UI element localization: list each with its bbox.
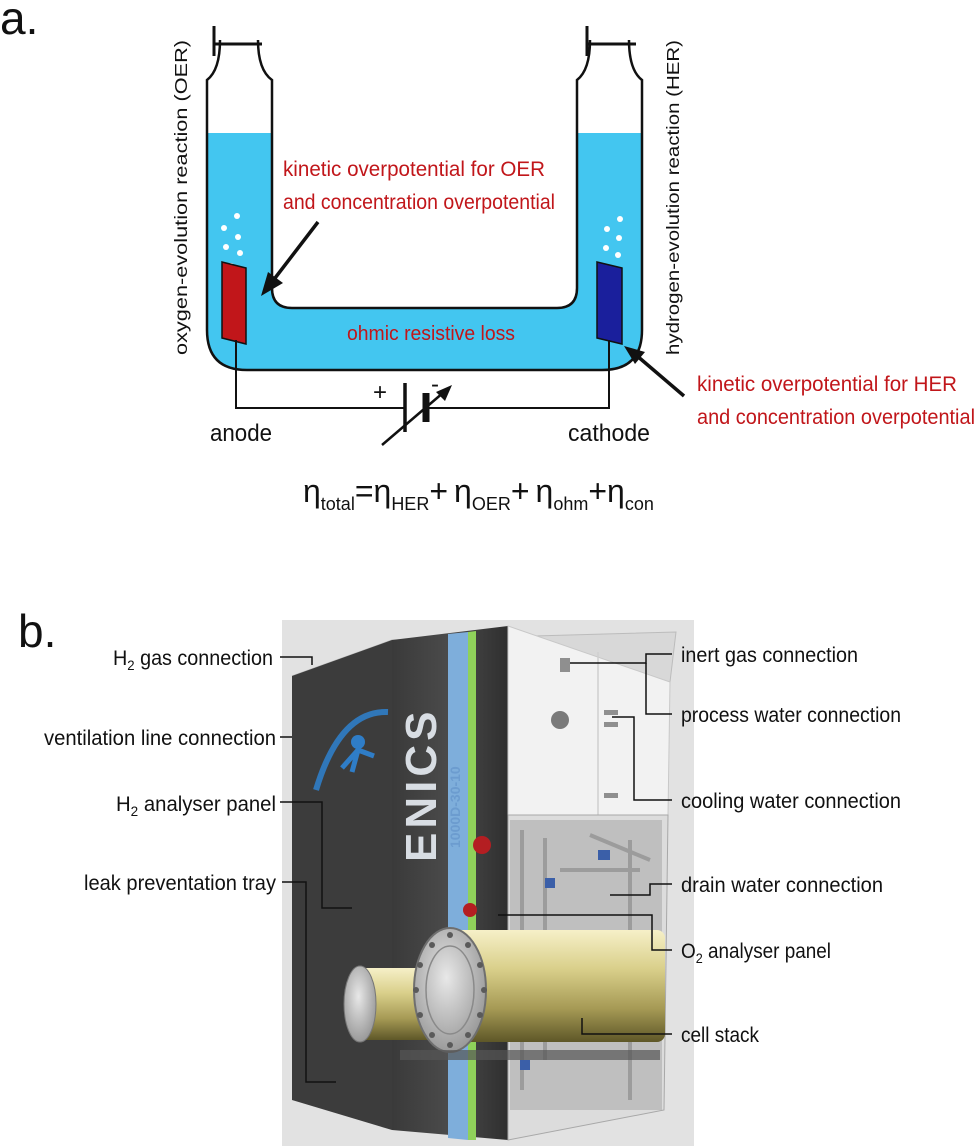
cathode-wire bbox=[426, 340, 610, 409]
green-stripe bbox=[468, 631, 476, 1140]
ohmic-loss-label: ohmic resistive loss bbox=[347, 323, 515, 345]
anode-wire bbox=[235, 340, 405, 409]
o2-analyser-panel-label: O2 analyser panel bbox=[681, 940, 831, 966]
battery-icon bbox=[381, 383, 452, 446]
blue-stripe bbox=[448, 632, 468, 1140]
cell-stack-label: cell stack bbox=[681, 1024, 759, 1047]
valves bbox=[520, 850, 610, 1070]
plus-sign: + bbox=[373, 379, 387, 406]
electrolyte-fill bbox=[207, 133, 642, 370]
right-stopper-icon bbox=[585, 26, 636, 56]
her-arrow-icon bbox=[624, 346, 686, 398]
red-sensor bbox=[473, 836, 491, 854]
left-leader-lines bbox=[280, 656, 352, 1083]
oer-arrow-icon bbox=[261, 220, 320, 296]
her-annotation-line-2: and concentration overpotential bbox=[697, 406, 975, 429]
inert-gas-connection-label: inert gas connection bbox=[681, 644, 858, 667]
process-water-connection-label: process water connection bbox=[681, 704, 901, 727]
leak-prevention-tray-label: leak preventation tray bbox=[84, 872, 276, 895]
anode-electrode bbox=[221, 261, 247, 345]
cathode-label: cathode bbox=[568, 420, 650, 447]
h2-analyser-panel-label: H2 analyser panel bbox=[116, 793, 276, 819]
cathode-electrode bbox=[596, 261, 623, 345]
device-model: 1000D-30-10 bbox=[447, 766, 463, 848]
panel-a-label: a. bbox=[0, 0, 38, 44]
panel-b-label: b. bbox=[18, 605, 56, 657]
h2-gas-connection-label: H2 gas connection bbox=[113, 647, 273, 673]
enics-logo-icon bbox=[313, 708, 389, 791]
left-stopper-icon bbox=[212, 26, 262, 56]
top-connectors bbox=[551, 658, 618, 798]
overpotential-equation: ηtotal=ηHER+ηOER+ηohm+ηcon bbox=[303, 473, 654, 514]
device-brand: ENICS bbox=[397, 708, 446, 862]
drain-water-connection-label: drain water connection bbox=[681, 874, 883, 897]
oer-annotation-line-1: kinetic overpotential for OER bbox=[283, 158, 545, 181]
anode-label: anode bbox=[210, 420, 272, 447]
panel-a: a. bbox=[0, 0, 975, 514]
electrolyser-unit: ENICS 1000D-30-10 bbox=[291, 625, 677, 1141]
oer-annotation-line-2: and concentration overpotential bbox=[283, 191, 555, 214]
panel-b: b. bbox=[18, 605, 901, 1146]
minus-sign: - bbox=[431, 371, 439, 398]
red-sensor-2 bbox=[463, 903, 477, 917]
u-tube-outline bbox=[205, 39, 644, 372]
right-leader-lines bbox=[498, 653, 672, 1035]
cooling-water-connection-label: cooling water connection bbox=[681, 790, 901, 813]
her-annotation-line-1: kinetic overpotential for HER bbox=[697, 373, 957, 396]
ventilation-line-connection-label: ventilation line connection bbox=[44, 727, 276, 750]
cell-stack-cylinders bbox=[343, 927, 665, 1060]
her-side-label: hydrogen-evolution reaction (HER) bbox=[663, 40, 683, 355]
oer-side-label: oxygen-evolution reaction (OER) bbox=[171, 40, 191, 355]
